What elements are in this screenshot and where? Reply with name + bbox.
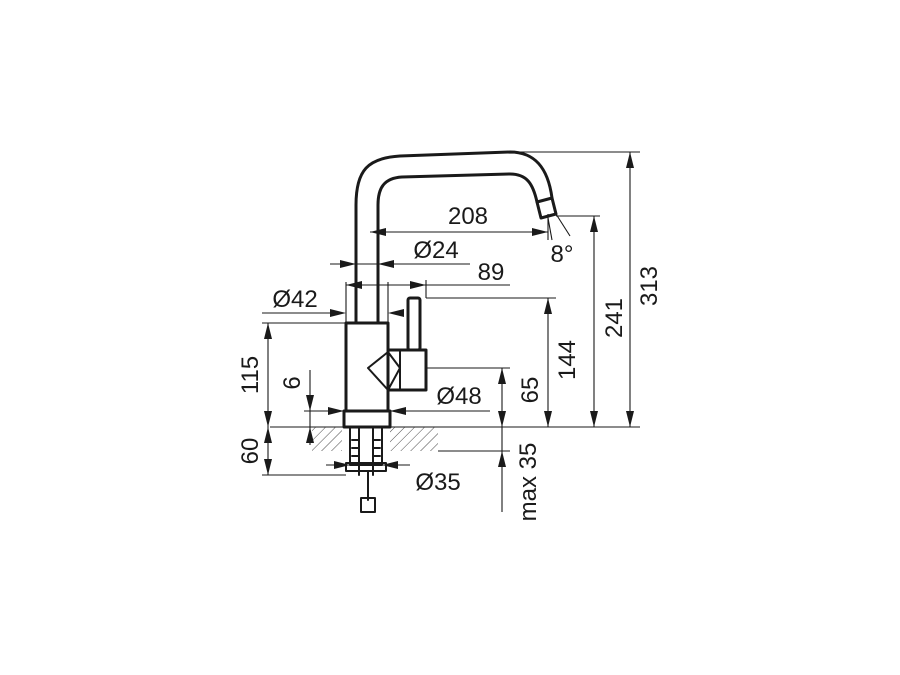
mounting-nut (345, 462, 387, 472)
countertop-section (270, 426, 640, 451)
label-total-height: 313 (636, 266, 663, 306)
label-lever-reach: 89 (478, 259, 505, 286)
label-lever-top-height: 144 (554, 340, 581, 380)
label-spout-reach: 208 (448, 203, 488, 230)
label-shank-length: 60 (237, 438, 264, 465)
label-spout-height: 241 (601, 298, 628, 338)
dimension-labels: 208 8° Ø24 89 Ø42 Ø48 Ø35 115 6 60 65 ma… (237, 203, 663, 521)
lever-handle (406, 296, 422, 352)
handle-cylinder (386, 348, 428, 392)
label-body-diameter: Ø42 (272, 286, 317, 313)
hose-fitting (360, 497, 376, 513)
handle-wedge (367, 351, 401, 391)
label-lever-height: 65 (517, 377, 544, 404)
dimension-lines (262, 151, 640, 512)
aerator (535, 196, 558, 220)
spout-inner (376, 172, 539, 325)
label-spout-angle: 8° (551, 241, 574, 268)
base-flange (342, 409, 392, 429)
faucet-body (344, 321, 390, 413)
label-body-height: 115 (237, 356, 264, 394)
label-max-deck: max 35 (515, 443, 542, 522)
label-thread-diameter: Ø35 (415, 469, 460, 496)
shank (349, 426, 383, 466)
spout-outer (354, 150, 554, 325)
label-base-diameter: Ø48 (436, 383, 481, 410)
label-spout-diameter: Ø24 (413, 237, 458, 264)
label-gap: 6 (279, 376, 306, 389)
